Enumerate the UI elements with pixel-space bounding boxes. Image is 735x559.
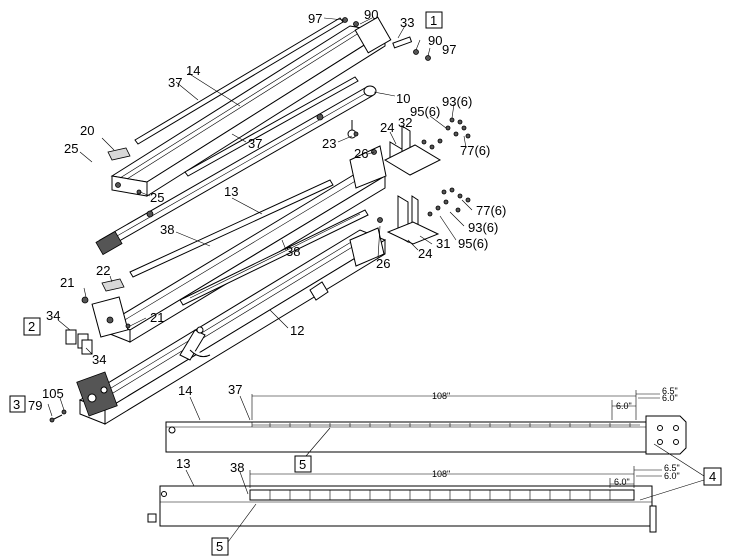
fastener-cluster-upper <box>421 117 471 150</box>
callout-4-group: 4 <box>639 443 722 501</box>
callout-24b: 24 <box>418 246 432 261</box>
bracket-24-31-lower <box>386 195 440 245</box>
detail-label-5b: 5 <box>216 539 223 554</box>
detail-label-14: 14 <box>178 383 192 398</box>
callout-13: 13 <box>224 184 238 199</box>
callout-2: 2 <box>28 319 35 334</box>
callout-79: 79 <box>28 398 42 413</box>
rail-13 <box>91 145 387 343</box>
callout-38a: 38 <box>160 222 174 237</box>
callout-25b: 25 <box>150 190 164 205</box>
dim-lower-6: 6.0" <box>614 477 630 487</box>
bracket-24-32-upper <box>383 125 442 176</box>
callout-90b: 90 <box>428 33 442 48</box>
callout-37a: 37 <box>168 75 182 90</box>
callout-97a: 97 <box>308 11 322 26</box>
callout-34a: 34 <box>46 308 60 323</box>
slot-row-lower <box>269 490 611 500</box>
callout-34b: 34 <box>92 352 106 367</box>
slotted-strip-38 <box>179 209 369 306</box>
detail-box-5a <box>294 455 312 473</box>
dim-lower-108: 108" <box>432 469 450 479</box>
callout-24a: 24 <box>380 120 394 135</box>
callout-90a: 90 <box>364 7 378 22</box>
decal-20 <box>107 147 131 161</box>
detail-label-4: 4 <box>709 469 716 484</box>
callout-1: 1 <box>430 13 437 28</box>
detail-label-38: 38 <box>230 460 244 475</box>
callout-14: 14 <box>186 63 200 78</box>
detail-label-13: 13 <box>176 456 190 471</box>
callout-33: 33 <box>400 15 414 30</box>
callout-77a: 77(6) <box>460 143 490 158</box>
callout-105: 105 <box>42 386 64 401</box>
callout-25a: 25 <box>64 141 78 156</box>
callout-box-1 <box>425 11 443 29</box>
dim-lower-6-0: 6.0" <box>664 471 680 481</box>
part-21a <box>81 296 89 304</box>
callout-31: 31 <box>436 236 450 251</box>
callout-93b: 93(6) <box>468 220 498 235</box>
callout-95a: 95(6) <box>410 104 440 119</box>
detail-label-37: 37 <box>228 382 242 397</box>
callout-93a: 93(6) <box>442 94 472 109</box>
callout-95b: 95(6) <box>458 236 488 251</box>
callout-37b: 37 <box>248 136 262 151</box>
detail-box-4 <box>703 467 722 486</box>
callout-23: 23 <box>322 136 336 151</box>
fasteners-79-105 <box>49 409 67 423</box>
callout-20: 20 <box>80 123 94 138</box>
detail-rail-13: 108" 6.0" 6.5" 6.0" 13 38 5 <box>147 456 680 556</box>
slot-row-upper <box>252 423 640 427</box>
callout-26b: 26 <box>376 256 390 271</box>
detail-label-5a: 5 <box>299 457 306 472</box>
decal-22 <box>101 278 125 292</box>
dim-upper-6-0: 6.0" <box>662 393 678 403</box>
callout-box-3 <box>9 395 26 413</box>
bar-38-upper <box>129 179 334 278</box>
dim-upper-6: 6.0" <box>616 401 632 411</box>
callout-12: 12 <box>290 323 304 338</box>
part-21b <box>125 323 131 329</box>
bar-37-lower <box>184 76 359 177</box>
detail-rail-14: 108" 6.0" 6.5" 6.0" 14 37 5 <box>165 382 687 473</box>
dim-upper-6-5: 6.5" <box>662 386 678 396</box>
detail-box-5b <box>211 537 229 556</box>
callout-labels: 97 90 33 1 90 97 14 37 10 95(6) 93(6) 20… <box>9 7 506 413</box>
leader-lines <box>47 17 473 417</box>
callout-32: 32 <box>398 115 412 130</box>
fastener-cluster-lower <box>427 187 471 217</box>
callout-22: 22 <box>96 263 110 278</box>
callout-26a: 26 <box>354 146 368 161</box>
rail-12 <box>76 227 387 425</box>
callout-10: 10 <box>396 91 410 106</box>
callout-21b: 21 <box>150 310 164 325</box>
dim-lower-6-5: 6.5" <box>664 463 680 473</box>
callout-97b: 97 <box>442 42 456 57</box>
part-26-lower <box>377 217 383 223</box>
dim-upper-108: 108" <box>432 391 450 401</box>
roller-10 <box>95 85 377 256</box>
callout-77b: 77(6) <box>476 203 506 218</box>
bracket-34 <box>65 329 93 355</box>
callout-3: 3 <box>13 397 20 412</box>
callout-21a: 21 <box>60 275 74 290</box>
part-23 <box>353 131 359 137</box>
callout-38b: 38 <box>286 244 300 259</box>
end-hardware-top <box>342 17 431 61</box>
rail-14 <box>110 16 392 197</box>
callout-box-2 <box>23 317 41 336</box>
